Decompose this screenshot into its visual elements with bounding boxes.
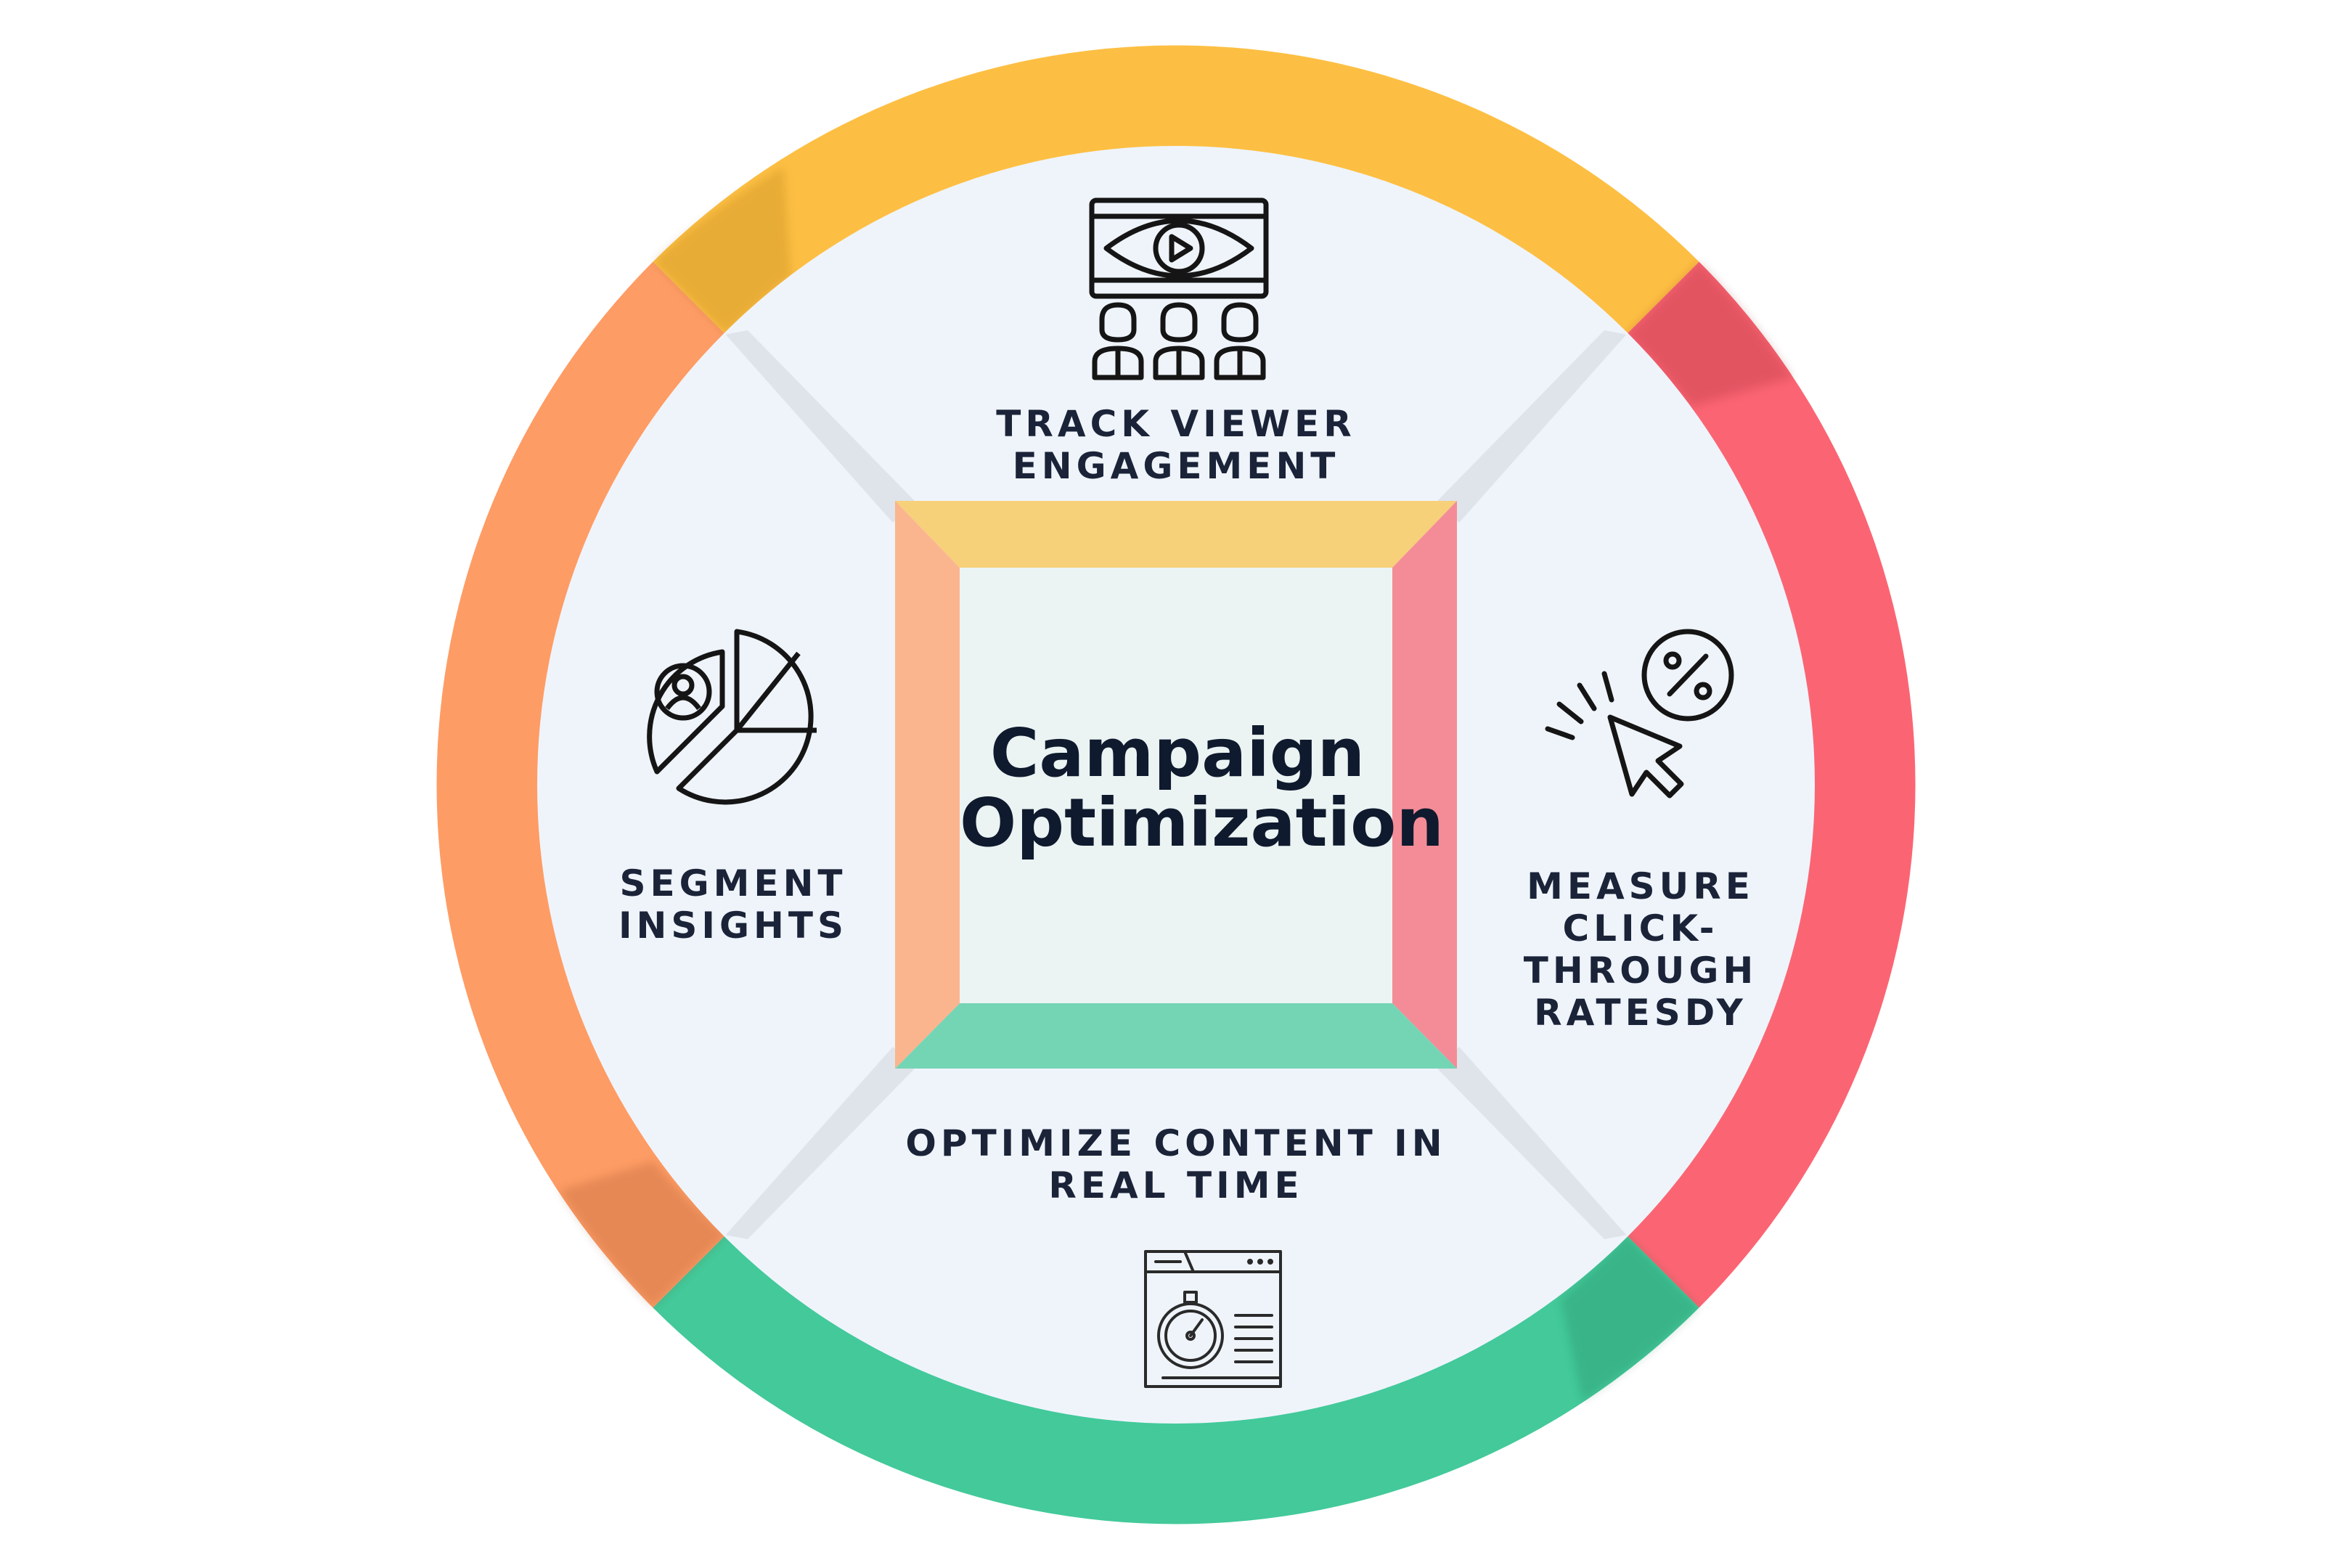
stopwatch-browser-icon <box>1144 1250 1282 1388</box>
click-percent-icon <box>1545 629 1734 799</box>
label-track-line1: TRACK VIEWER <box>996 403 1356 445</box>
label-optimize-line2: REAL TIME <box>1048 1164 1304 1206</box>
label-measure-line2: CLICK- <box>1562 907 1719 950</box>
ring-segment-top <box>653 45 1699 335</box>
diagonal-dividers <box>725 330 1627 1239</box>
frame-bottom <box>895 1003 1457 1069</box>
ring-segment-bottom <box>653 1235 1699 1524</box>
label-segment-line2: INSIGHTS <box>618 905 849 947</box>
label-optimize-content: OPTIMIZE CONTENT IN REAL TIME <box>849 1122 1503 1206</box>
ring-segment-right <box>1626 261 1916 1308</box>
label-measure-line4: RATESDY <box>1534 992 1747 1034</box>
label-track-viewer-engagement: TRACK VIEWER ENGAGEMENT <box>922 403 1430 487</box>
video-audience-eye-icon <box>1089 197 1269 380</box>
ring-seams <box>559 167 1793 1401</box>
center-title: Campaign Optimization <box>960 714 1444 862</box>
label-segment-insights: SEGMENT INSIGHTS <box>566 862 900 947</box>
label-measure-click-through: MEASURE CLICK- THROUGH RATESDY <box>1474 865 1808 1034</box>
label-track-line2: ENGAGEMENT <box>1012 445 1340 487</box>
label-measure-line3: THROUGH <box>1523 950 1758 992</box>
ring-segment-left <box>436 261 726 1308</box>
label-optimize-line1: OPTIMIZE CONTENT IN <box>905 1122 1447 1164</box>
frame-top <box>895 501 1457 568</box>
segment-pie-chart-icon <box>647 629 817 805</box>
frame-left <box>895 501 960 1069</box>
center-square <box>960 568 1392 1003</box>
frame-right <box>1392 501 1457 1069</box>
center-title-line2: Optimization <box>960 784 1444 862</box>
label-segment-line1: SEGMENT <box>619 862 847 905</box>
center-title-line1: Campaign <box>989 714 1365 792</box>
label-measure-line1: MEASURE <box>1527 865 1755 907</box>
